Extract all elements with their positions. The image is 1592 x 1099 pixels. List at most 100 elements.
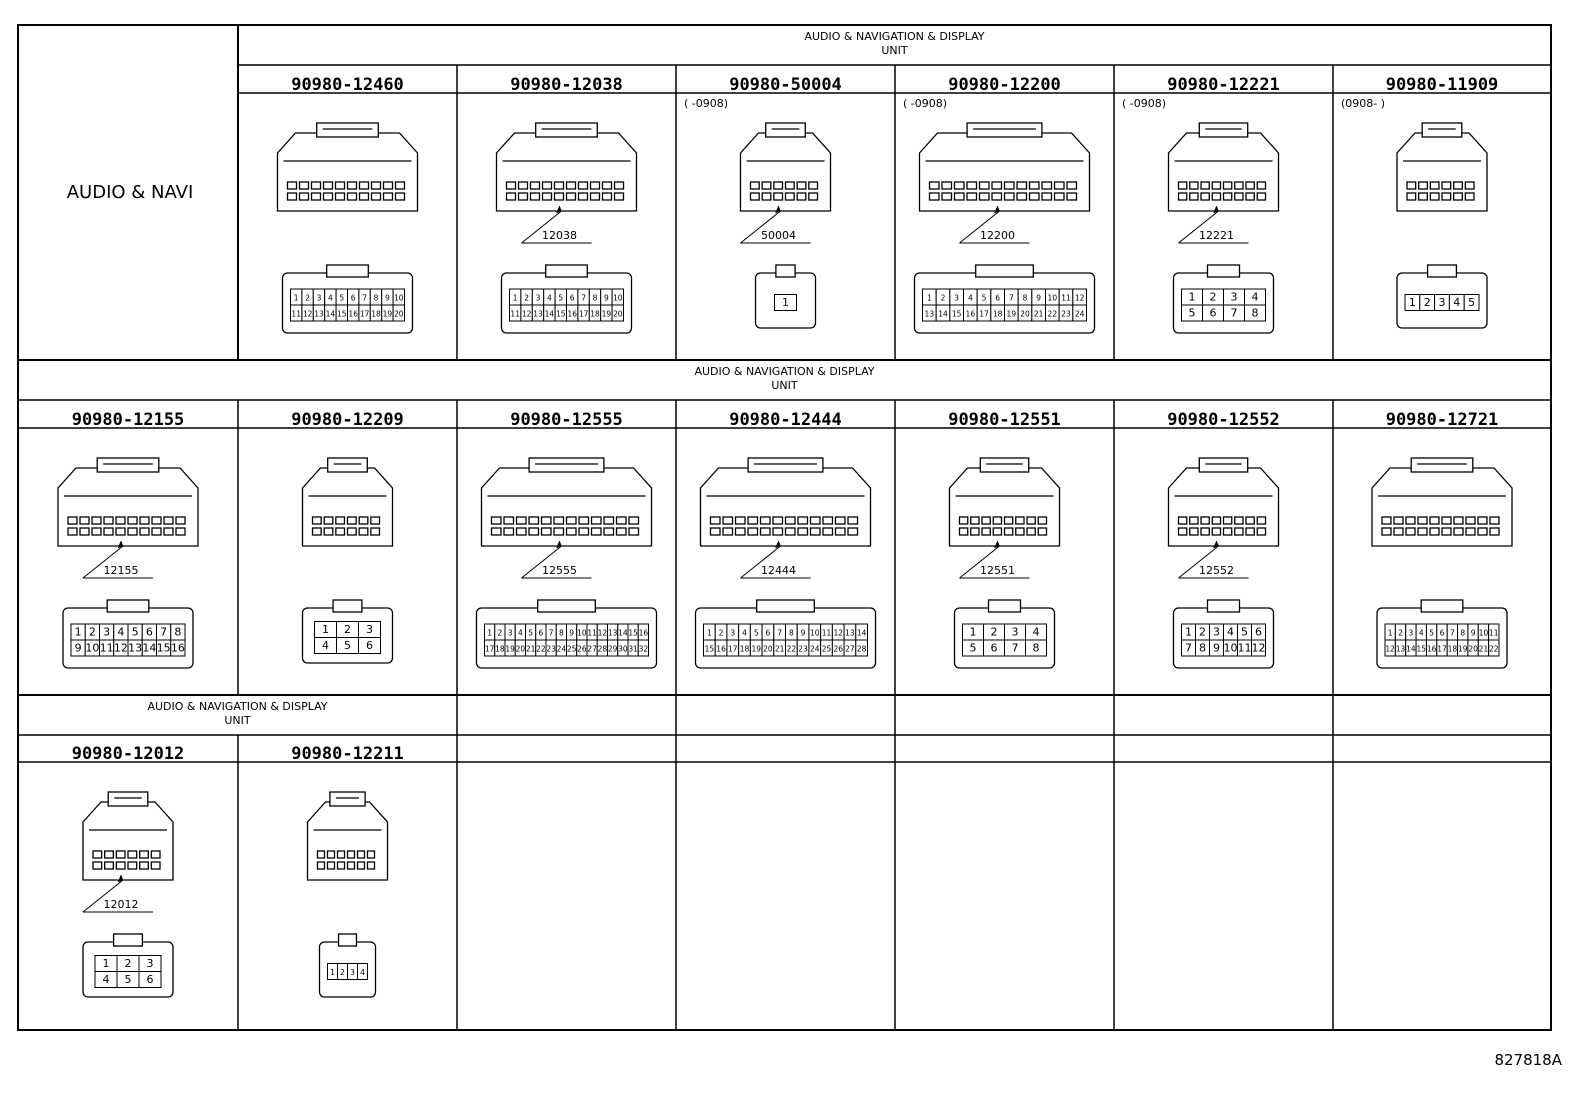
pin-number: 11 (1238, 642, 1252, 655)
pin-number: 11 (510, 310, 520, 319)
figure-id: 827818A (1494, 1051, 1562, 1069)
pin-hole (747, 527, 759, 536)
pin-number: 7 (1185, 642, 1192, 655)
pin-hole (601, 192, 613, 201)
pin-number: 6 (147, 973, 154, 986)
pin-hole (139, 861, 149, 870)
pin-number: 4 (1453, 296, 1460, 309)
pin-hole (1465, 527, 1476, 536)
pin-number: 1 (330, 968, 335, 977)
pin-hole (358, 192, 370, 201)
part-number: 90980-12555 (510, 410, 623, 430)
pin-hole (1177, 527, 1188, 536)
pin-number: 1 (322, 623, 329, 636)
pin-number: 1 (513, 294, 518, 303)
pin-hole (1453, 192, 1463, 201)
pin-number: 5 (754, 629, 759, 638)
pin-hole (1200, 527, 1210, 536)
pin-number: 21 (775, 645, 785, 654)
connector-housing (948, 467, 1061, 547)
face-latch (537, 599, 596, 613)
part-number: 90980-12155 (72, 410, 185, 430)
pin-hole (1028, 192, 1040, 201)
pin-hole (1234, 192, 1244, 201)
pin-number: 20 (394, 310, 404, 319)
pin-number: 5 (1189, 307, 1196, 320)
pin-number: 5 (1241, 626, 1248, 639)
pin-number: 6 (570, 294, 575, 303)
pin-hole (809, 516, 821, 525)
pin-hole (577, 181, 589, 190)
pin-number: 1 (707, 629, 712, 638)
face-latch (112, 933, 144, 947)
callout-arrowhead (1213, 205, 1219, 214)
connector-housing (276, 132, 419, 212)
pin-hole (1441, 192, 1452, 201)
pin-hole (784, 516, 796, 525)
pin-number: 15 (705, 645, 715, 654)
pin-hole (370, 527, 381, 536)
pin-hole (749, 181, 760, 190)
pin-number: 13 (314, 310, 324, 319)
pin-number: 11 (1489, 629, 1499, 638)
callout-arrowhead (775, 205, 781, 214)
pin-hole (615, 516, 627, 525)
pin-hole (1189, 192, 1199, 201)
callout-leader (521, 210, 562, 244)
callout-label: 12552 (1199, 564, 1234, 577)
pin-number: 10 (1048, 294, 1058, 303)
pin-hole (490, 527, 502, 536)
pin-hole (796, 192, 807, 201)
pin-number: 5 (1429, 629, 1434, 638)
pin-cell (1025, 639, 1047, 657)
pin-hole (323, 516, 334, 525)
pin-number: 2 (1398, 629, 1403, 638)
part-number: 90980-12552 (1167, 410, 1280, 430)
pin-hole (553, 192, 565, 201)
pin-number: 4 (518, 629, 523, 638)
part-number: 90980-12721 (1386, 410, 1499, 430)
pin-number: 25 (822, 645, 832, 654)
pin-hole (334, 181, 346, 190)
pin-number: 3 (508, 629, 513, 638)
pin-number: 2 (305, 294, 310, 303)
pin-hole (992, 516, 1003, 525)
pin-hole (953, 181, 965, 190)
pin-hole (553, 527, 565, 536)
pin-cell (774, 294, 797, 311)
pin-hole (958, 516, 969, 525)
pin-hole (759, 516, 771, 525)
pin-hole (1041, 192, 1053, 201)
pin-hole (1015, 527, 1025, 536)
pin-hole (1256, 516, 1267, 525)
pin-hole (326, 861, 336, 870)
pin-number: 9 (385, 294, 390, 303)
pin-number: 6 (351, 294, 356, 303)
pin-hole (565, 527, 577, 536)
pin-hole (589, 181, 601, 190)
pin-number: 3 (1012, 626, 1019, 639)
pin-hole (978, 181, 990, 190)
pin-number: 12 (1252, 642, 1266, 655)
pin-hole (505, 192, 517, 201)
pin-number: 2 (344, 623, 351, 636)
pin-hole (1234, 527, 1244, 536)
face-latch (1426, 264, 1458, 278)
pin-hole (1393, 527, 1404, 536)
pin-hole (503, 516, 515, 525)
pin-hole (382, 181, 394, 190)
callout-arrowhead (1213, 540, 1219, 549)
pin-number: 8 (174, 626, 181, 639)
pin-hole (822, 527, 834, 536)
callout-leader (740, 210, 781, 244)
pin-cell (138, 971, 162, 988)
pin-number: 12 (114, 642, 128, 655)
pin-hole (115, 527, 126, 536)
pin-number: 9 (1213, 642, 1220, 655)
pin-hole (1037, 516, 1048, 525)
pin-hole (709, 527, 721, 536)
part-number: 90980-12038 (510, 75, 623, 95)
part-number: 90980-11909 (1386, 75, 1499, 95)
pin-hole (958, 527, 969, 536)
pin-hole (540, 527, 552, 536)
